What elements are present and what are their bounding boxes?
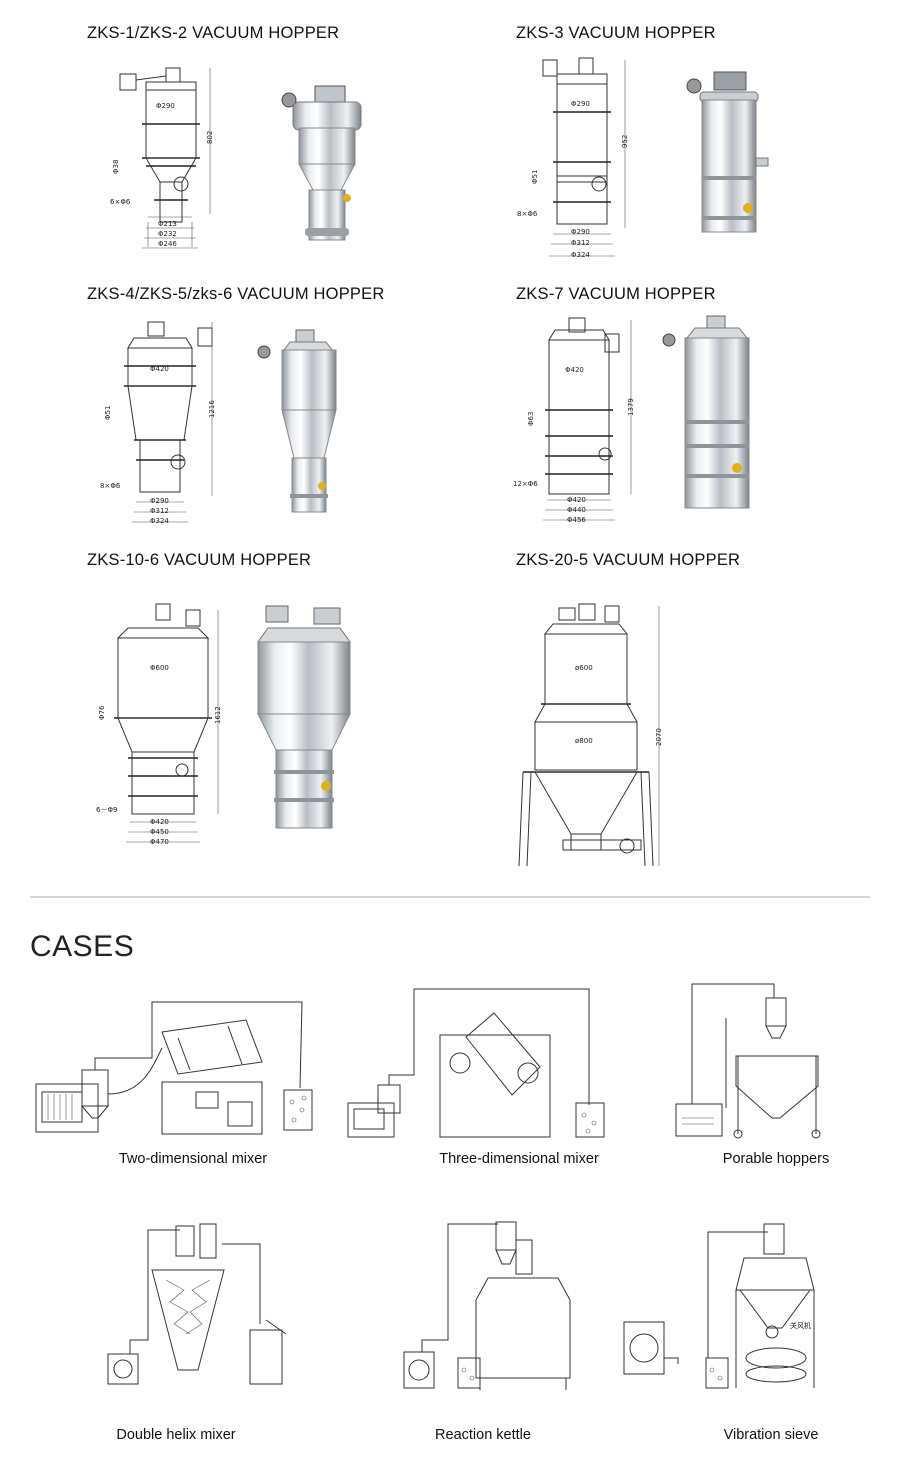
technical-drawing-zks-20: ø600 ø800 2070 [518, 603, 663, 867]
technical-drawing-zks-4: Φ420 1216 Φ51 8×Φ6 Φ290 Φ312 Φ324 [100, 321, 216, 525]
dim-base-1: Φ290 [150, 497, 169, 505]
technical-drawing-zks-1: Φ290 802 Φ38 6×Φ6 Φ213 Φ232 Φ246 [110, 67, 214, 249]
case-illustration-vibration-sieve: 关风机 [623, 1223, 815, 1389]
case-caption-three-dimensional-mixer: Three-dimensional mixer [439, 1151, 599, 1167]
technical-drawing-zks-10: Φ600 1612 Φ76 6－Φ9 Φ420 Φ450 Φ470 [96, 603, 222, 846]
dim-height: 2070 [655, 728, 663, 746]
product-title-zks-10: ZKS-10-6 VACUUM HOPPER [87, 551, 312, 569]
product-title-zks-1: ZKS-1/ZKS-2 VACUUM HOPPER [87, 24, 340, 42]
dim-bolts: 8×Φ6 [100, 482, 121, 490]
product-title-zks-4: ZKS-4/ZKS-5/zks-6 VACUUM HOPPER [87, 285, 385, 303]
dim-base-2: Φ312 [150, 507, 169, 515]
dim-base-3: Φ470 [150, 838, 169, 846]
technical-drawing-zks-7: Φ420 1379 Φ63 12×Φ6 Φ420 Φ440 Φ456 [513, 317, 635, 524]
dim-diameter: Φ290 [571, 100, 590, 108]
dim-diameter: Φ290 [156, 102, 175, 110]
product-title-zks-20: ZKS-20-5 VACUUM HOPPER [516, 551, 741, 569]
dim-base-1: Φ213 [158, 220, 177, 228]
product-title-zks-7: ZKS-7 VACUUM HOPPER [516, 285, 716, 303]
dim-base-3: Φ456 [567, 516, 586, 524]
dim-height: 1216 [208, 400, 216, 418]
dim-pipe: Φ51 [531, 170, 539, 184]
technical-drawing-zks-3: Φ290 952 Φ51 8×Φ6 Φ290 Φ312 Φ324 [517, 57, 629, 259]
dim-height: 952 [621, 135, 629, 148]
case-illustration-porable-hoppers [675, 983, 821, 1139]
dim-base-2: Φ450 [150, 828, 169, 836]
case-caption-two-dimensional-mixer: Two-dimensional mixer [118, 1151, 268, 1167]
section-divider [30, 896, 870, 898]
dim-pipe: Φ76 [98, 705, 106, 720]
dim-bolts: 6－Φ9 [96, 806, 117, 814]
dim-base-1: Φ420 [150, 818, 169, 826]
dim-pipe: Φ51 [104, 406, 112, 420]
case-illustration-double-helix-mixer [107, 1223, 287, 1385]
product-photo-zks-7 [662, 315, 750, 509]
dim-height: 1379 [627, 398, 635, 416]
product-photo-zks-1 [281, 85, 362, 241]
dim-diameter-lower: ø800 [575, 737, 593, 745]
dim-base-3: Φ324 [571, 251, 590, 259]
dim-diameter: Φ420 [150, 365, 169, 373]
product-photo-zks-3 [686, 71, 769, 233]
cases-heading: CASES [30, 930, 135, 963]
dim-height: 1612 [214, 706, 222, 724]
dim-diameter: Φ420 [565, 366, 584, 374]
case-caption-porable-hoppers: Porable hoppers [722, 1151, 830, 1167]
product-photo-zks-4 [257, 329, 337, 513]
case-caption-vibration-sieve: Vibration sieve [723, 1427, 819, 1443]
dim-pipe: Φ38 [112, 160, 120, 174]
dim-base-1: Φ290 [571, 228, 590, 236]
case-illustration-reaction-kettle [403, 1221, 571, 1390]
dim-bolts: 12×Φ6 [513, 480, 538, 488]
dim-base-3: Φ246 [158, 240, 177, 248]
sieve-label: 关风机 [790, 1321, 811, 1330]
dim-base-2: Φ232 [158, 230, 177, 238]
dim-base-2: Φ312 [571, 239, 590, 247]
case-caption-double-helix-mixer: Double helix mixer [116, 1427, 236, 1443]
dim-base-1: Φ420 [567, 496, 586, 504]
dim-bolts: 6×Φ6 [110, 198, 131, 206]
case-caption-reaction-kettle: Reaction kettle [435, 1427, 531, 1443]
dim-diameter-upper: ø600 [575, 664, 593, 672]
product-title-zks-3: ZKS-3 VACUUM HOPPER [516, 24, 716, 42]
dim-height: 802 [206, 131, 214, 144]
case-illustration-three-dimensional-mixer [347, 988, 605, 1138]
dim-diameter: Φ600 [150, 664, 169, 672]
dim-base-3: Φ324 [150, 517, 169, 525]
dim-bolts: 8×Φ6 [517, 210, 538, 218]
dim-pipe: Φ63 [527, 412, 535, 426]
case-illustration-two-dimensional-mixer [35, 1001, 313, 1135]
dim-base-2: Φ440 [567, 506, 586, 514]
product-photo-zks-10 [257, 605, 351, 829]
